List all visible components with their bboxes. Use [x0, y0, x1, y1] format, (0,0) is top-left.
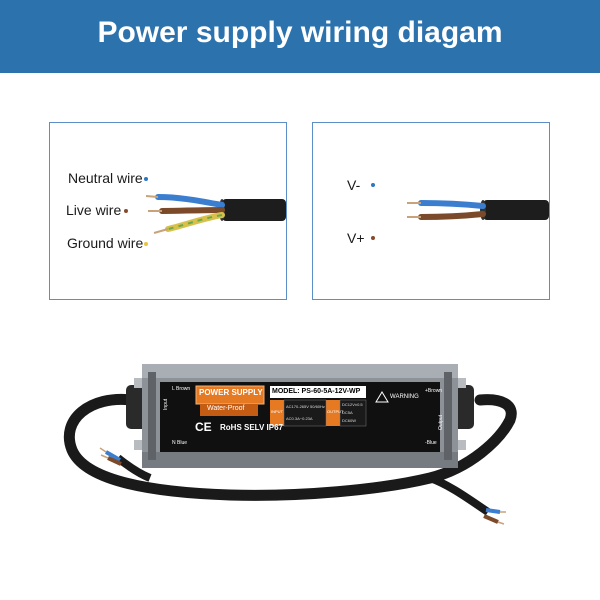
device-output-spec-1: DC12V±0.5 [342, 402, 363, 407]
ce-mark: CE [195, 420, 212, 434]
device-output-spec-2: DC5A [342, 410, 353, 415]
neutral-wire-dot [144, 177, 148, 181]
three-core-cable-illustration [145, 194, 286, 234]
device-output-side-label: Output [438, 414, 444, 430]
two-core-cable-illustration [407, 200, 549, 220]
device-minus-blue-label: -Blue [425, 440, 437, 446]
page-title: Power supply wiring diagam [97, 16, 503, 49]
device-certifications: RoHS SELV IP67 [220, 423, 283, 432]
v-plus-label: V+ [347, 230, 365, 246]
device-output-tag: OUTPUT [327, 409, 344, 414]
live-wire-dot [124, 209, 128, 213]
device-waterproof-label: Water-Proof [207, 405, 245, 412]
device-input-tag: INPUT [271, 409, 283, 414]
device-warning-label: WARNING [390, 394, 419, 400]
v-plus-dot [371, 236, 375, 240]
live-wire-label: Live wire [66, 202, 122, 218]
output-wiring-panel: V- V+ [312, 122, 550, 300]
device-input-spec-1: AC170-265V 50/60Hz [286, 404, 325, 409]
device-model-label: MODEL: PS-60-5A-12V-WP [272, 388, 361, 395]
v-minus-label: V- [347, 177, 361, 193]
ground-wire-label: Ground wire [67, 235, 144, 251]
device-plus-brown-label: +Brown [425, 388, 443, 394]
header-bar: Power supply wiring diagam [0, 0, 600, 73]
neutral-wire-label: Neutral wire [68, 170, 143, 186]
device-input-side-label: Input [163, 398, 169, 410]
ground-wire-dot [144, 242, 148, 246]
device-n-blue-label: N Blue [172, 440, 188, 446]
device-l-brown-label: L Brown [172, 386, 191, 392]
input-wiring-panel: Neutral wire Live wire Ground wire [49, 122, 287, 300]
v-minus-dot [371, 183, 375, 187]
device-input-spec-2: AC0.3A~0.23A [286, 416, 313, 421]
device-output-spec-3: DC60W [342, 418, 357, 423]
device-brand-label: POWER SUPPLY [199, 388, 263, 397]
